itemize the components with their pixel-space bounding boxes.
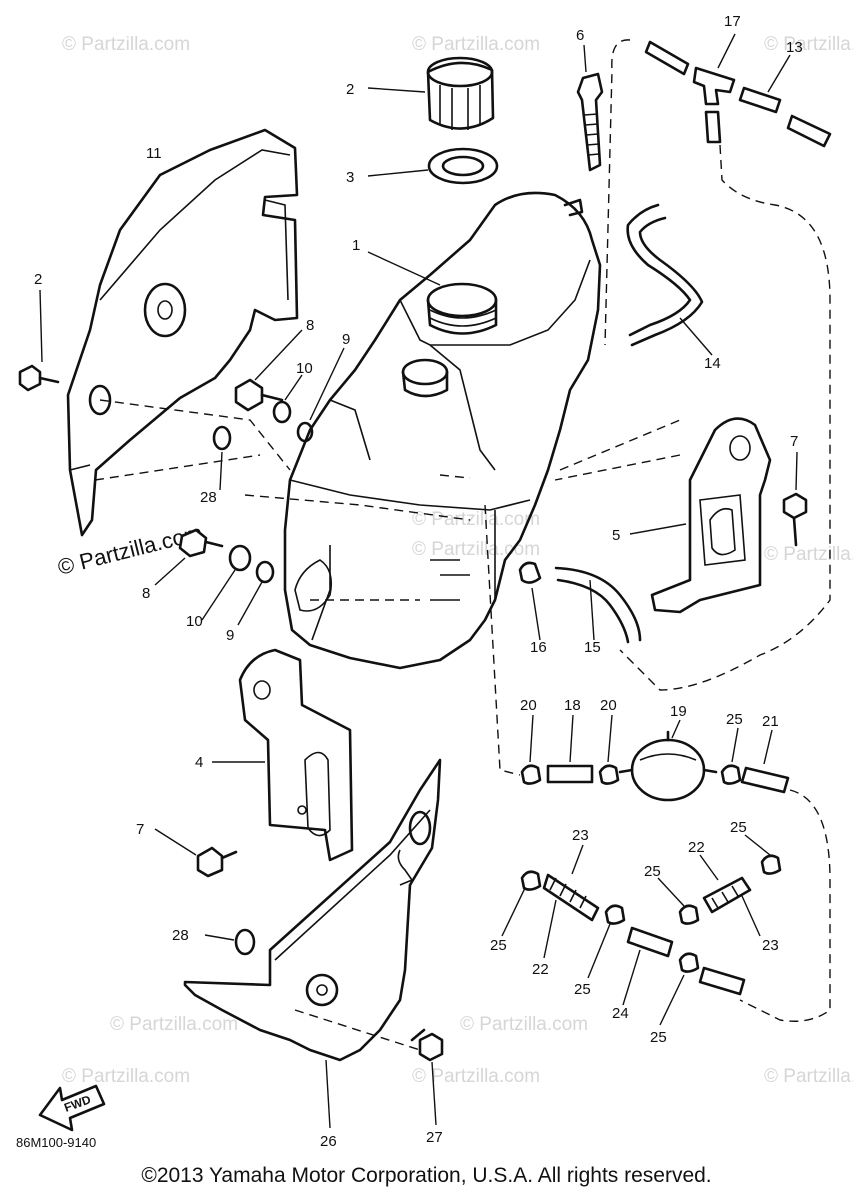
bolt-washer-set-upper: [212, 329, 345, 491]
callout: 2: [34, 271, 42, 288]
callout: 25: [650, 1029, 667, 1046]
callout: 28: [200, 489, 217, 506]
callout: 25: [730, 819, 747, 836]
callout: 7: [136, 821, 144, 838]
callout: 14: [704, 355, 721, 372]
watermark: © Partzilla.com: [412, 1066, 540, 1087]
washer-28-lower: [204, 928, 256, 956]
callout: 15: [584, 639, 601, 656]
callout: 25: [726, 711, 743, 728]
side-cover-lower: [183, 758, 442, 1129]
callout: 26: [320, 1133, 337, 1150]
callout: 28: [172, 927, 189, 944]
watermark: © Partzilla.com: [412, 539, 540, 560]
callout: 27: [426, 1129, 443, 1146]
fuel-tank: [283, 191, 602, 670]
fittings-lower: [501, 834, 782, 1026]
bracket-right: [629, 417, 772, 614]
cap-gasket: [367, 147, 499, 185]
callout: 9: [342, 331, 350, 348]
watermark: © Partzilla.com: [764, 34, 853, 55]
callout: 6: [576, 27, 584, 44]
callout: 16: [530, 639, 547, 656]
callout: 11: [146, 145, 162, 162]
assembly-lines: [94, 39, 831, 1051]
callout: 23: [572, 827, 589, 844]
tank-strap: [576, 44, 604, 172]
fuel-cap: [367, 56, 495, 130]
callout: 8: [306, 317, 314, 334]
fwd-arrow: FWD: [38, 1084, 106, 1132]
callout: 2: [346, 81, 354, 98]
callout: 8: [142, 585, 150, 602]
callout: 23: [762, 937, 779, 954]
callout: 13: [786, 39, 803, 56]
watermark: © Partzilla.com: [460, 1014, 588, 1035]
callout: 21: [762, 713, 779, 730]
callout: 22: [532, 961, 549, 978]
watermark: © Partzilla.com: [764, 544, 853, 565]
watermark: © Partzilla.com: [412, 34, 540, 55]
callout: 4: [195, 754, 203, 771]
callout: 20: [520, 697, 537, 714]
callout: 5: [612, 527, 620, 544]
bolt-7-lower: [154, 828, 238, 878]
callout: 1: [352, 237, 360, 254]
side-cover-left: [66, 128, 299, 537]
callout-labels: 2 3 6 17 13 11 2 1 8 9 10 14 7 28 5 8 10…: [34, 13, 803, 1150]
callout: 7: [790, 433, 798, 450]
callout: 17: [724, 13, 741, 30]
callout: 25: [574, 981, 591, 998]
callout: 10: [186, 613, 203, 630]
callout: 9: [226, 627, 234, 644]
bolt-washer-set-lower: [154, 528, 275, 626]
fuel-hose-15: [518, 561, 642, 644]
callout: 18: [564, 697, 581, 714]
bolt-7-right: [782, 451, 808, 547]
watermark: © Partzilla.com: [110, 1014, 238, 1035]
callout: 10: [296, 360, 313, 377]
callout: 24: [612, 1005, 629, 1022]
drawing-code: 86M100-9140: [16, 1135, 96, 1150]
bolt-2-left: [18, 289, 60, 392]
filter-assembly: [520, 714, 790, 802]
callout: 19: [670, 703, 687, 720]
callout: 25: [644, 863, 661, 880]
bracket-left: [212, 648, 354, 862]
bolt-27: [410, 1028, 444, 1126]
vent-hose: [626, 203, 713, 356]
watermark: © Partzilla.com: [62, 34, 190, 55]
callout: 20: [600, 697, 617, 714]
callout: 3: [346, 169, 354, 186]
vent-t-joint: [644, 33, 832, 148]
callout: 25: [490, 937, 507, 954]
copyright-notice: ©2013 Yamaha Motor Corporation, U.S.A. A…: [141, 1164, 712, 1187]
watermark: © Partzilla.com: [62, 1066, 190, 1087]
watermark: © Partzilla.com: [412, 509, 540, 530]
callout: 22: [688, 839, 705, 856]
watermark: © Partzilla.com: [764, 1066, 853, 1087]
